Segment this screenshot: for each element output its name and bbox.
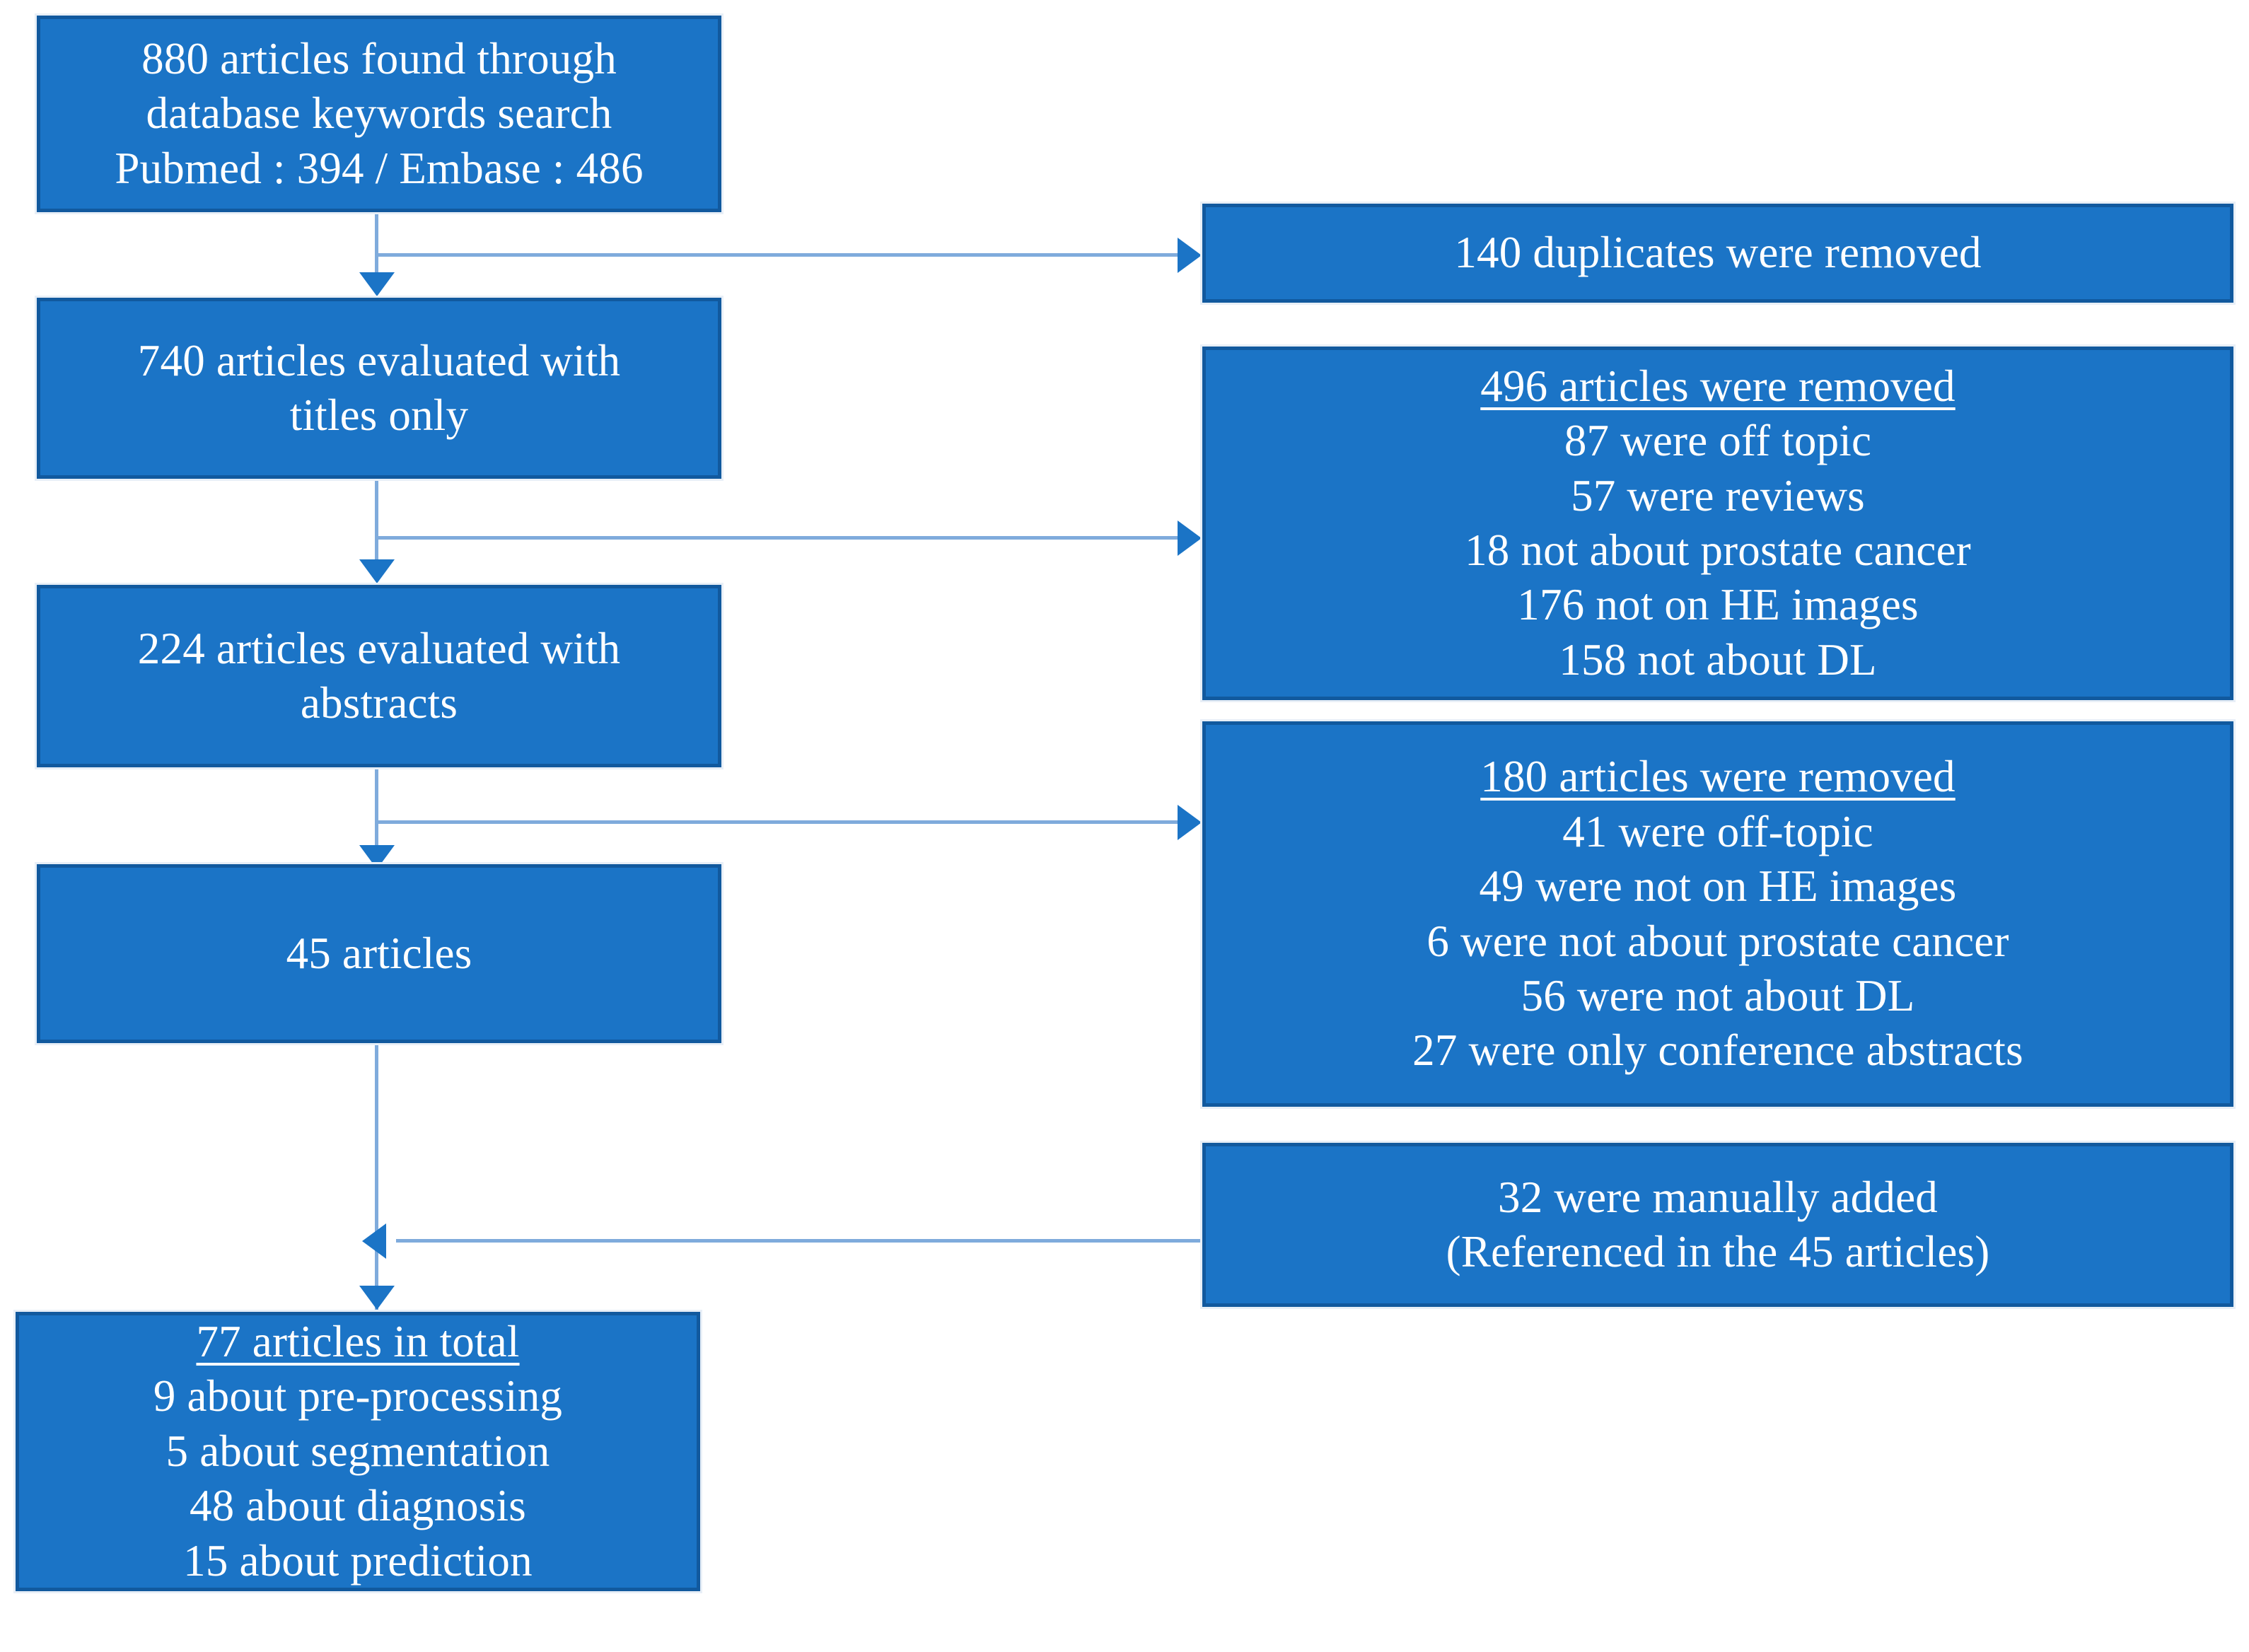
connector-found-to-titles-vertical: [375, 212, 378, 279]
connector-titles-to-removed-horizontal: [376, 536, 1182, 540]
connector-found-to-duplicates-horizontal: [376, 253, 1182, 257]
node-line: 224 articles evaluated with: [137, 623, 621, 673]
node-line: 740 articles evaluated with: [137, 335, 621, 385]
node-line: 56 were not about DL: [1521, 970, 1915, 1020]
node-45-articles: 45 articles: [37, 864, 721, 1043]
node-line: 49 were not on HE images: [1479, 861, 1957, 912]
node-line: database keywords search: [146, 88, 612, 139]
node-line: Pubmed : 394 / Embase : 486: [115, 143, 644, 193]
node-line: 15 about prediction: [183, 1535, 533, 1586]
node-line: 9 about pre-processing: [153, 1371, 563, 1421]
node-line: 41 were off-topic: [1562, 806, 1873, 856]
connector-45-to-total-vertical: [375, 1043, 378, 1319]
node-line: 45 articles: [286, 928, 472, 978]
node-line: 140 duplicates were removed: [1454, 228, 1982, 278]
node-line: 18 not about prostate cancer: [1465, 525, 1971, 575]
node-line: 48 about diagnosis: [189, 1481, 527, 1531]
node-evaluated-titles: 740 articles evaluated with titles only: [37, 298, 721, 479]
node-duplicates-removed: 140 duplicates were removed: [1202, 204, 2233, 303]
arrowhead-titles-to-removed: [1178, 520, 1202, 556]
node-line: (Referenced in the 45 articles): [1446, 1227, 1990, 1276]
node-header: 77 articles in total: [196, 1316, 520, 1366]
node-line: 27 were only conference abstracts: [1412, 1025, 2023, 1076]
arrowhead-found-to-titles: [359, 272, 395, 296]
connector-added-to-total-horizontal: [396, 1239, 1202, 1243]
node-line: 6 were not about prostate cancer: [1426, 916, 2009, 966]
node-evaluated-abstracts: 224 articles evaluated with abstracts: [37, 585, 721, 767]
node-removed-after-abstracts: 180 articles were removed 41 were off-to…: [1202, 721, 2233, 1107]
node-line: 880 articles found through: [141, 33, 617, 83]
node-line: abstracts: [300, 678, 458, 728]
node-total-articles: 77 articles in total 9 about pre-process…: [16, 1312, 700, 1591]
node-line: 87 were off topic: [1564, 416, 1872, 466]
arrowhead-45-to-total: [359, 1286, 395, 1310]
node-removed-after-titles: 496 articles were removed 87 were off to…: [1202, 347, 2233, 700]
node-header: 180 articles were removed: [1480, 752, 1955, 802]
arrowhead-abstracts-to-removed: [1178, 805, 1202, 840]
connector-abstracts-to-45-vertical: [375, 767, 378, 855]
node-line: 57 were reviews: [1571, 470, 1865, 520]
node-line: 176 not on HE images: [1517, 580, 1919, 630]
node-header: 496 articles were removed: [1480, 361, 1955, 411]
node-line: 32 were manually added: [1498, 1172, 1938, 1222]
node-line: 5 about segmentation: [165, 1426, 550, 1476]
connector-abstracts-to-removed-horizontal: [376, 820, 1182, 824]
arrowhead-titles-to-abstracts: [359, 559, 395, 583]
arrowhead-found-to-duplicates: [1178, 238, 1202, 273]
connector-titles-to-abstracts-vertical: [375, 479, 378, 565]
node-manually-added: 32 were manually added (Referenced in th…: [1202, 1143, 2233, 1307]
node-articles-found: 880 articles found through database keyw…: [37, 16, 721, 212]
node-line: 158 not about DL: [1559, 634, 1877, 685]
arrowhead-added-to-total: [362, 1223, 386, 1259]
node-line: titles only: [289, 390, 469, 440]
